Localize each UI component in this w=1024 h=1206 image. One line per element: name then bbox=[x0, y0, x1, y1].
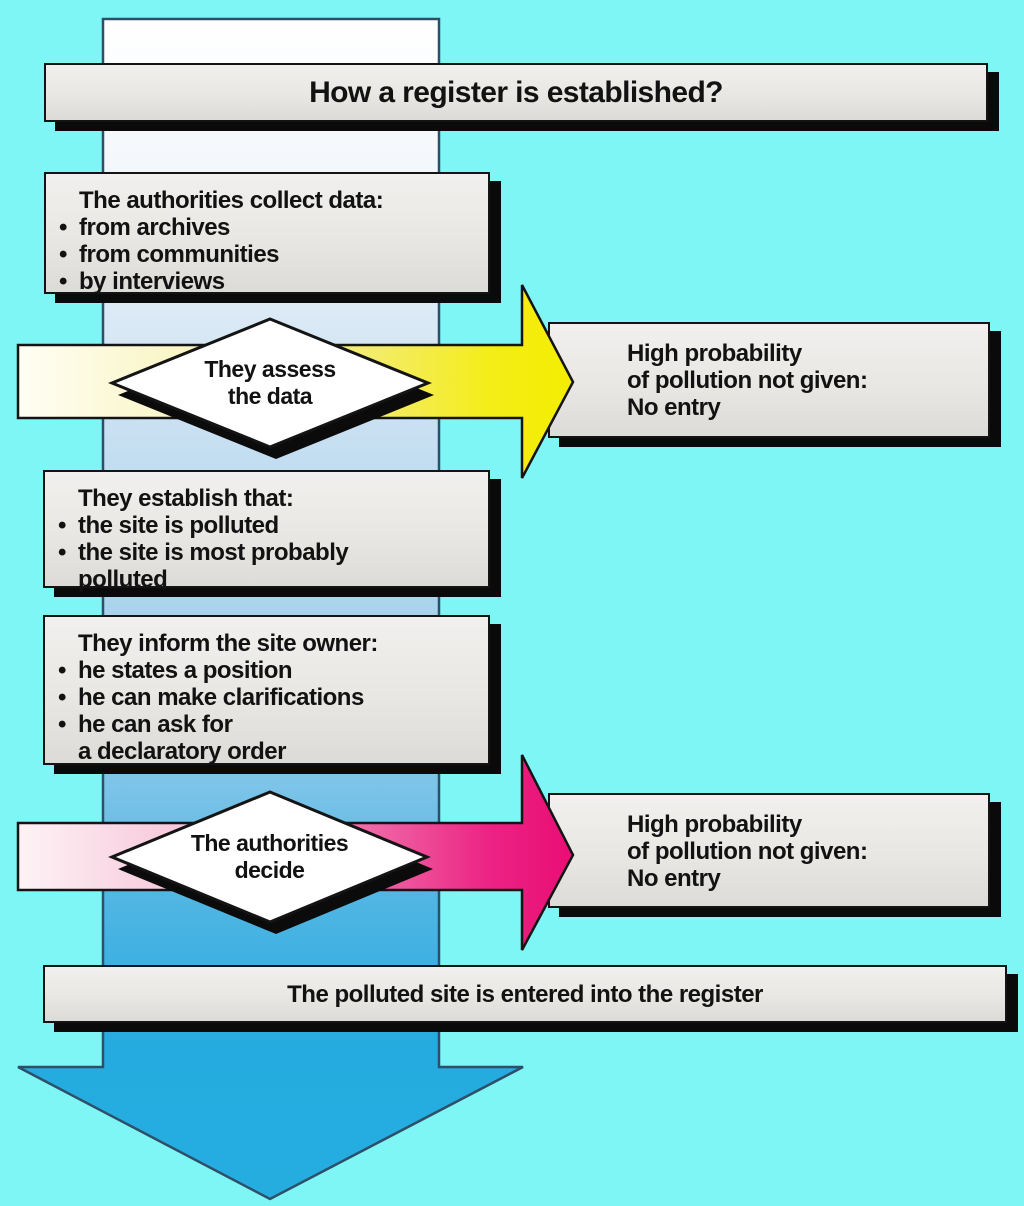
register-bar-label: The polluted site is entered into the re… bbox=[287, 980, 763, 1008]
collect-item: by interviews bbox=[79, 268, 225, 295]
bullet-icon bbox=[58, 512, 78, 539]
inform-item: he can make clarifications bbox=[78, 684, 364, 711]
establish-box: They establish that: the site is pollute… bbox=[43, 470, 490, 593]
establish-item-continuation: polluted bbox=[78, 566, 168, 593]
inform-item-continuation: a declaratory order bbox=[78, 738, 286, 765]
establish-heading: They establish that: bbox=[78, 485, 294, 512]
bullet-icon bbox=[58, 539, 78, 566]
decide-line1: The authorities bbox=[190, 830, 349, 856]
collect-heading: The authorities collect data: bbox=[79, 187, 384, 214]
inform-item: he states a position bbox=[78, 657, 293, 684]
decide-line2: decide bbox=[234, 857, 305, 883]
inform-item: he can ask for bbox=[78, 711, 233, 738]
collect-item: from archives bbox=[79, 214, 230, 241]
collect-item: from communities bbox=[79, 241, 280, 268]
no-entry-box-bottom: High probability of pollution not given:… bbox=[548, 793, 990, 908]
inform-owner-box: They inform the site owner: he states a … bbox=[43, 615, 490, 765]
assess-diamond-label: They assess the data bbox=[112, 319, 428, 447]
inform-heading: They inform the site owner: bbox=[78, 630, 378, 657]
bullet-icon bbox=[58, 711, 78, 738]
bullet-icon bbox=[58, 684, 78, 711]
bullet-icon bbox=[58, 657, 78, 684]
page-title: How a register is established? bbox=[309, 76, 723, 109]
assess-line1: They assess bbox=[204, 356, 336, 382]
no-entry-top-line3: No entry bbox=[627, 394, 721, 421]
establish-item: the site is most probably bbox=[78, 539, 349, 566]
no-entry-bottom-line1: High probability bbox=[627, 811, 802, 838]
title-box: How a register is established? bbox=[44, 63, 988, 122]
no-entry-bottom-line3: No entry bbox=[627, 865, 721, 892]
decide-diamond-label: The authorities decide bbox=[112, 792, 427, 922]
establish-item: the site is polluted bbox=[78, 512, 279, 539]
assess-line2: the data bbox=[227, 383, 313, 409]
no-entry-box-top: High probability of pollution not given:… bbox=[548, 322, 990, 438]
bullet-icon bbox=[59, 268, 79, 295]
collect-data-box: The authorities collect data: from archi… bbox=[44, 172, 490, 295]
no-entry-bottom-line2: of pollution not given: bbox=[627, 838, 868, 865]
bullet-icon bbox=[59, 241, 79, 268]
bullet-icon bbox=[59, 214, 79, 241]
register-bar: The polluted site is entered into the re… bbox=[43, 965, 1007, 1023]
no-entry-top-line1: High probability bbox=[627, 340, 802, 367]
no-entry-top-line2: of pollution not given: bbox=[627, 367, 868, 394]
